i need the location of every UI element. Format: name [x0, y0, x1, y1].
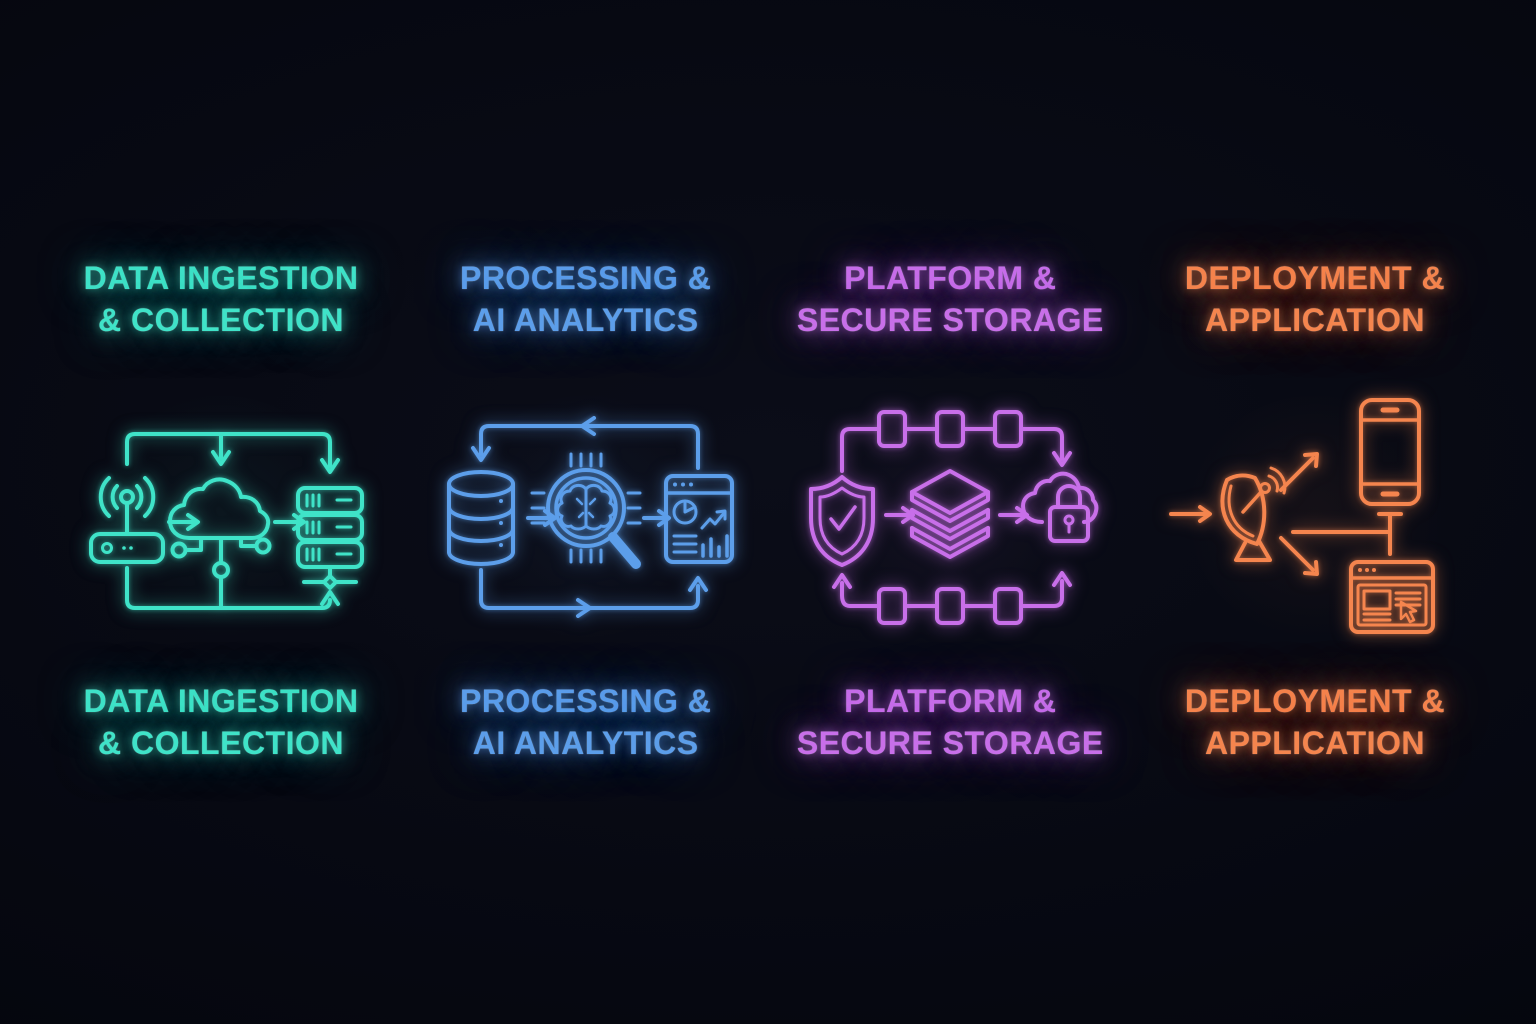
wifi-router-icon: [89, 476, 165, 565]
panel-title-top: PROCESSING & AI ANALYTICS: [460, 258, 711, 341]
smartphone-icon: [1358, 398, 1421, 507]
arrow-right-icon: [1168, 505, 1212, 524]
title-line2: SECURE STORAGE: [796, 724, 1104, 761]
blockchain-chain-arrows: [832, 410, 1073, 626]
title-line2: & COLLECTION: [98, 301, 344, 338]
arrow-right-icon: [884, 506, 916, 525]
title-line1: PROCESSING &: [459, 260, 712, 296]
panel-title-top: PLATFORM & SECURE STORAGE: [797, 258, 1104, 341]
ai-chip-magnifier-icon: [530, 452, 642, 570]
fan-out-arrows: [1278, 452, 1403, 577]
deployment-application-diagram: [1140, 349, 1489, 684]
panel-title-bottom: PROCESSING & AI ANALYTICS: [460, 681, 711, 764]
panel-title-top: DEPLOYMENT & APPLICATION: [1185, 258, 1445, 341]
platform-storage-diagram: [776, 349, 1125, 684]
title-line2: APPLICATION: [1204, 724, 1425, 761]
data-ingestion-diagram: [47, 349, 395, 684]
flow-loop-arrows: [470, 416, 708, 619]
panel-deployment-application: DEPLOYMENT & APPLICATION: [1139, 258, 1491, 1024]
title-line1: PROCESSING &: [459, 683, 712, 720]
layer-stack-icon: [910, 469, 991, 560]
database-icon: [446, 470, 515, 567]
panel-title-top: DATA INGESTION & COLLECTION: [84, 258, 359, 341]
title-line2: SECURE STORAGE: [796, 301, 1104, 338]
title-line1: PLATFORM &: [844, 683, 1057, 720]
title-line1: DATA INGESTION: [83, 683, 359, 720]
panel-title-bottom: PLATFORM & SECURE STORAGE: [797, 681, 1104, 764]
processing-ai-diagram: [411, 349, 760, 684]
title-line1: PLATFORM &: [844, 260, 1057, 296]
panel-processing-ai: PROCESSING & AI ANALYTICS: [410, 258, 762, 1024]
arrow-right-icon: [167, 513, 200, 532]
title-line1: DEPLOYMENT &: [1184, 260, 1446, 296]
title-line2: APPLICATION: [1204, 301, 1425, 338]
secure-cloud-lock-icon: [1021, 471, 1099, 544]
flow-loop-arrows: [125, 432, 340, 611]
server-stack-icon: [296, 486, 364, 591]
analytics-dashboard-icon: [663, 474, 734, 565]
title-line2: AI ANALYTICS: [472, 724, 699, 761]
shield-check-icon: [809, 475, 876, 568]
title-line2: AI ANALYTICS: [472, 301, 699, 338]
arrow-right-icon: [641, 509, 671, 528]
title-line2: & COLLECTION: [98, 724, 344, 761]
satellite-dish-icon: [1220, 466, 1287, 563]
panel-title-bottom: DATA INGESTION & COLLECTION: [84, 681, 359, 764]
title-line1: DATA INGESTION: [83, 260, 359, 296]
panel-title-bottom: DEPLOYMENT & APPLICATION: [1185, 681, 1445, 764]
panel-platform-storage: PLATFORM & SECURE STORAGE: [774, 258, 1126, 1024]
iot-cloud-icon: [168, 477, 272, 580]
panel-data-ingestion: DATA INGESTION & COLLECTION: [45, 258, 397, 1024]
title-line1: DEPLOYMENT &: [1184, 683, 1446, 720]
web-browser-icon: [1348, 560, 1435, 635]
